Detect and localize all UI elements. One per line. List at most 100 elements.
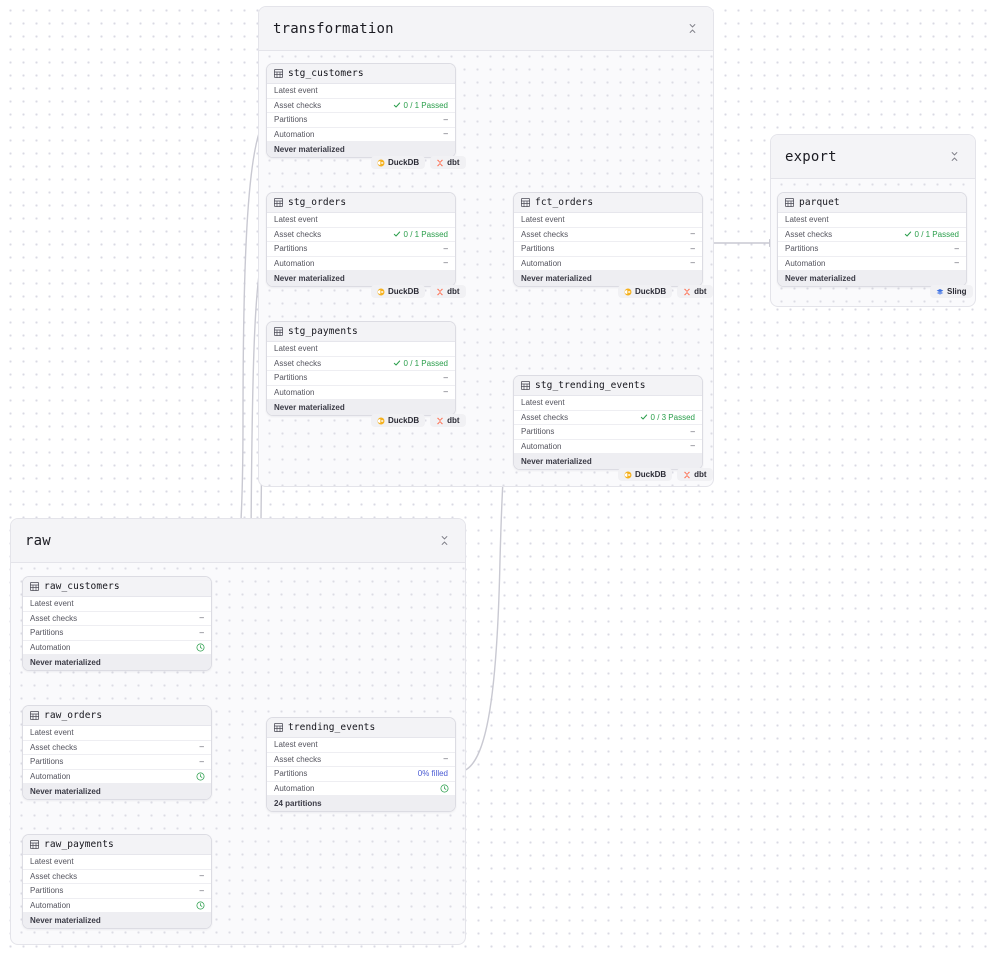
group-title: raw [25,532,51,549]
asset-node-raw-customers[interactable]: raw_customers Latest event Asset checks–… [22,576,212,671]
asset-node-stg-customers[interactable]: stg_customers Latest event Asset checks … [266,63,456,158]
asset-node-parquet[interactable]: parquet Latest event Asset checks 0 / 1 … [777,192,967,287]
check-icon [393,359,401,367]
asset-node-header: stg_orders [267,193,455,213]
asset-node-title: fct_orders [535,197,594,208]
row-latest-event: Latest event [267,84,455,99]
tag-dbt[interactable]: dbt [430,414,466,427]
tag-duckdb[interactable]: DuckDB [618,285,673,298]
clock-icon [440,784,449,793]
row-latest-event: Latest event [514,213,702,228]
asset-node-stg-trending-events[interactable]: stg_trending_events Latest event Asset c… [513,375,703,470]
automation-value [196,901,205,910]
asset-node-footer: Never materialized [23,784,211,799]
asset-node-trending-events[interactable]: trending_events Latest event Asset check… [266,717,456,812]
row-automation: Automation [23,641,211,655]
row-asset-checks: Asset checks– [23,612,211,626]
check-icon [393,230,401,238]
row-latest-event: Latest event [267,738,455,753]
row-automation: Automation– [267,257,455,271]
row-partitions: Partitions– [23,626,211,641]
row-asset-checks: Asset checks 0 / 1 Passed [267,357,455,371]
tag-group-parquet: Sling [930,285,973,298]
group-header-raw[interactable]: raw [11,519,465,563]
asset-node-raw-orders[interactable]: raw_orders Latest event Asset checks– Pa… [22,705,212,800]
tag-group-stg-orders: DuckDB dbt [371,285,466,298]
table-icon [785,194,794,212]
row-latest-event: Latest event [778,213,966,228]
dbt-icon [436,159,444,167]
duckdb-icon [624,471,632,479]
table-icon [30,578,39,596]
tag-dbt[interactable]: dbt [677,285,713,298]
row-automation: Automation– [514,257,702,271]
row-asset-checks: Asset checks– [23,741,211,755]
tag-duckdb[interactable]: DuckDB [371,285,426,298]
tag-dbt[interactable]: dbt [677,468,713,481]
asset-node-footer: Never materialized [267,142,455,157]
row-asset-checks: Asset checks 0 / 1 Passed [778,228,966,242]
row-asset-checks: Asset checks 0 / 1 Passed [267,99,455,113]
row-partitions: Partitions– [267,113,455,128]
row-latest-event: Latest event [23,597,211,612]
row-automation: Automation– [267,128,455,142]
duckdb-icon [624,288,632,296]
table-icon [30,836,39,854]
tag-duckdb[interactable]: DuckDB [371,156,426,169]
dbt-icon [436,417,444,425]
asset-node-title: stg_customers [288,68,364,79]
row-partitions: Partitions– [23,755,211,770]
tag-dbt[interactable]: dbt [430,156,466,169]
asset-node-title: stg_trending_events [535,380,646,391]
asset-node-header: fct_orders [514,193,702,213]
asset-node-footer: Never materialized [23,913,211,928]
asset-node-title: raw_customers [44,581,120,592]
tag-sling[interactable]: Sling [930,285,973,298]
asset-node-header: stg_payments [267,322,455,342]
collapse-icon[interactable] [685,22,699,36]
tag-group-fct-orders: DuckDB dbt [618,285,713,298]
automation-value [196,643,205,652]
asset-node-header: parquet [778,193,966,213]
asset-node-header: trending_events [267,718,455,738]
asset-checks-value: 0 / 1 Passed [393,230,448,239]
collapse-icon[interactable] [437,534,451,548]
group-header-export[interactable]: export [771,135,975,179]
automation-value [196,772,205,781]
asset-node-title: stg_payments [288,326,358,337]
row-asset-checks: Asset checks 0 / 1 Passed [267,228,455,242]
automation-value [440,784,449,793]
tag-duckdb[interactable]: DuckDB [371,414,426,427]
table-icon [521,377,530,395]
collapse-icon[interactable] [947,150,961,164]
row-latest-event: Latest event [267,342,455,357]
asset-node-footer: Never materialized [778,271,966,286]
row-latest-event: Latest event [514,396,702,411]
asset-node-stg-payments[interactable]: stg_payments Latest event Asset checks 0… [266,321,456,416]
tag-group-stg-trending-events: DuckDB dbt [618,468,713,481]
duckdb-icon [377,159,385,167]
tag-duckdb[interactable]: DuckDB [618,468,673,481]
duckdb-icon [377,417,385,425]
tag-dbt[interactable]: dbt [430,285,466,298]
asset-checks-value: 0 / 3 Passed [640,413,695,422]
asset-checks-value: 0 / 1 Passed [393,101,448,110]
asset-node-footer: Never materialized [267,271,455,286]
group-title: transformation [273,20,394,37]
asset-node-fct-orders[interactable]: fct_orders Latest event Asset checks– Pa… [513,192,703,287]
table-icon [274,65,283,83]
asset-node-stg-orders[interactable]: stg_orders Latest event Asset checks 0 /… [266,192,456,287]
asset-node-raw-payments[interactable]: raw_payments Latest event Asset checks– … [22,834,212,929]
table-icon [274,194,283,212]
asset-node-footer: Never materialized [514,271,702,286]
row-asset-checks: Asset checks– [23,870,211,884]
duckdb-icon [377,288,385,296]
asset-node-header: raw_orders [23,706,211,726]
row-asset-checks: Asset checks 0 / 3 Passed [514,411,702,425]
row-partitions: Partitions– [514,425,702,440]
dbt-icon [436,288,444,296]
group-title: export [785,148,837,165]
clock-icon [196,643,205,652]
group-header-transformation[interactable]: transformation [259,7,713,51]
